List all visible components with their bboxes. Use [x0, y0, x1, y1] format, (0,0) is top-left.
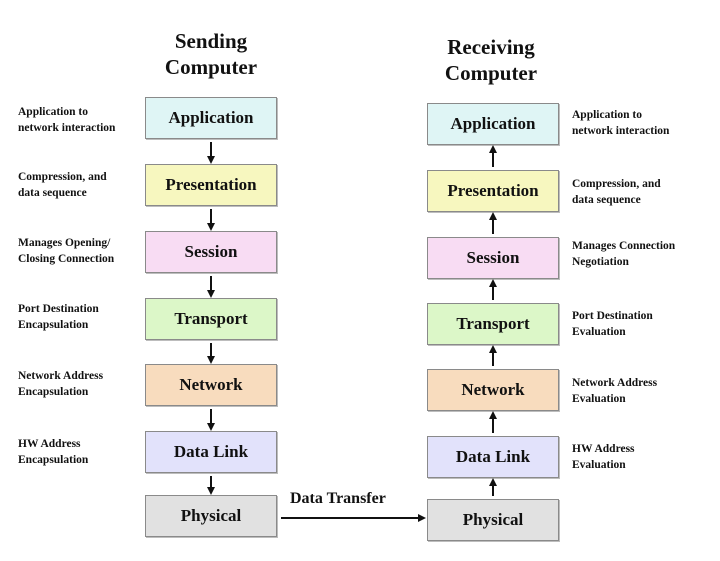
desc-line: Evaluation: [572, 326, 626, 338]
desc-line: data sequence: [572, 194, 641, 206]
desc-line: Port Destination: [18, 303, 99, 315]
send-desc-application: Application to network interaction: [18, 104, 115, 136]
recv-layer-transport: Transport: [427, 303, 559, 345]
recv-layer-label: Application: [450, 114, 536, 133]
recv-layer-label: Network: [461, 380, 525, 399]
desc-line: Encapsulation: [18, 386, 89, 398]
desc-line: Encapsulation: [18, 319, 89, 331]
desc-line: Network Address: [18, 370, 104, 382]
recv-layer-label: Presentation: [447, 181, 539, 200]
desc-line: HW Address: [572, 443, 635, 455]
receiving-title-line2: Computer: [444, 61, 538, 85]
data-transfer-label: Data Transfer: [290, 490, 386, 507]
recv-layer-application: Application: [427, 103, 559, 145]
recv-desc-presentation: Compression, and data sequence: [572, 176, 661, 208]
sending-title-line2: Computer: [164, 55, 258, 79]
send-layer-label: Presentation: [165, 175, 257, 194]
send-desc-presentation: Compression, and data sequence: [18, 169, 107, 201]
desc-line: data sequence: [18, 187, 87, 199]
receiving-computer-title: Receiving Computer: [406, 34, 576, 86]
recv-desc-application: Application to network interaction: [572, 107, 669, 139]
recv-desc-transport: Port Destination Evaluation: [572, 308, 653, 340]
desc-line: Network Address: [572, 377, 658, 389]
recv-layer-physical: Physical: [427, 499, 559, 541]
send-layer-label: Network: [179, 375, 243, 394]
send-layer-label: Session: [184, 242, 238, 261]
recv-desc-network: Network Address Evaluation: [572, 375, 657, 407]
send-layer-label: Physical: [180, 506, 242, 525]
send-layer-label: Application: [168, 108, 254, 127]
sending-title-line1: Sending: [174, 29, 248, 53]
desc-line: Application to: [18, 106, 88, 118]
recv-layer-label: Session: [466, 248, 520, 267]
desc-line: Closing Connection: [18, 253, 115, 265]
desc-line: Port Destination: [572, 310, 653, 322]
send-layer-label: Transport: [174, 309, 248, 328]
desc-line: Compression, and: [18, 171, 107, 183]
send-layer-application: Application: [145, 97, 277, 139]
recv-layer-data-link: Data Link: [427, 436, 559, 478]
desc-line: Manages Opening/: [18, 237, 111, 249]
send-layer-label: Data Link: [173, 442, 249, 461]
send-layer-presentation: Presentation: [145, 164, 277, 206]
sending-computer-title: Sending Computer: [126, 28, 296, 80]
desc-line: network interaction: [572, 125, 670, 137]
recv-layer-label: Transport: [456, 314, 530, 333]
send-desc-transport: Port Destination Encapsulation: [18, 301, 99, 333]
send-layer-transport: Transport: [145, 298, 277, 340]
send-layer-physical: Physical: [145, 495, 277, 537]
desc-line: HW Address: [18, 438, 81, 450]
recv-desc-session: Manages Connection Negotiation: [572, 238, 675, 270]
desc-line: Evaluation: [572, 459, 626, 471]
recv-layer-presentation: Presentation: [427, 170, 559, 212]
send-desc-data-link: HW Address Encapsulation: [18, 436, 88, 468]
desc-line: Application to: [572, 109, 642, 121]
desc-line: Evaluation: [572, 393, 626, 405]
desc-line: network interaction: [18, 122, 116, 134]
send-desc-network: Network Address Encapsulation: [18, 368, 103, 400]
recv-layer-label: Data Link: [455, 447, 531, 466]
recv-layer-network: Network: [427, 369, 559, 411]
receiving-title-line1: Receiving: [447, 35, 535, 59]
desc-line: Compression, and: [572, 178, 661, 190]
send-layer-data-link: Data Link: [145, 431, 277, 473]
send-desc-session: Manages Opening/ Closing Connection: [18, 235, 114, 267]
desc-line: Encapsulation: [18, 454, 89, 466]
recv-desc-data-link: HW Address Evaluation: [572, 441, 635, 473]
recv-layer-label: Physical: [462, 510, 524, 529]
send-layer-session: Session: [145, 231, 277, 273]
desc-line: Manages Connection: [572, 240, 676, 252]
send-layer-network: Network: [145, 364, 277, 406]
desc-line: Negotiation: [572, 256, 629, 268]
recv-layer-session: Session: [427, 237, 559, 279]
